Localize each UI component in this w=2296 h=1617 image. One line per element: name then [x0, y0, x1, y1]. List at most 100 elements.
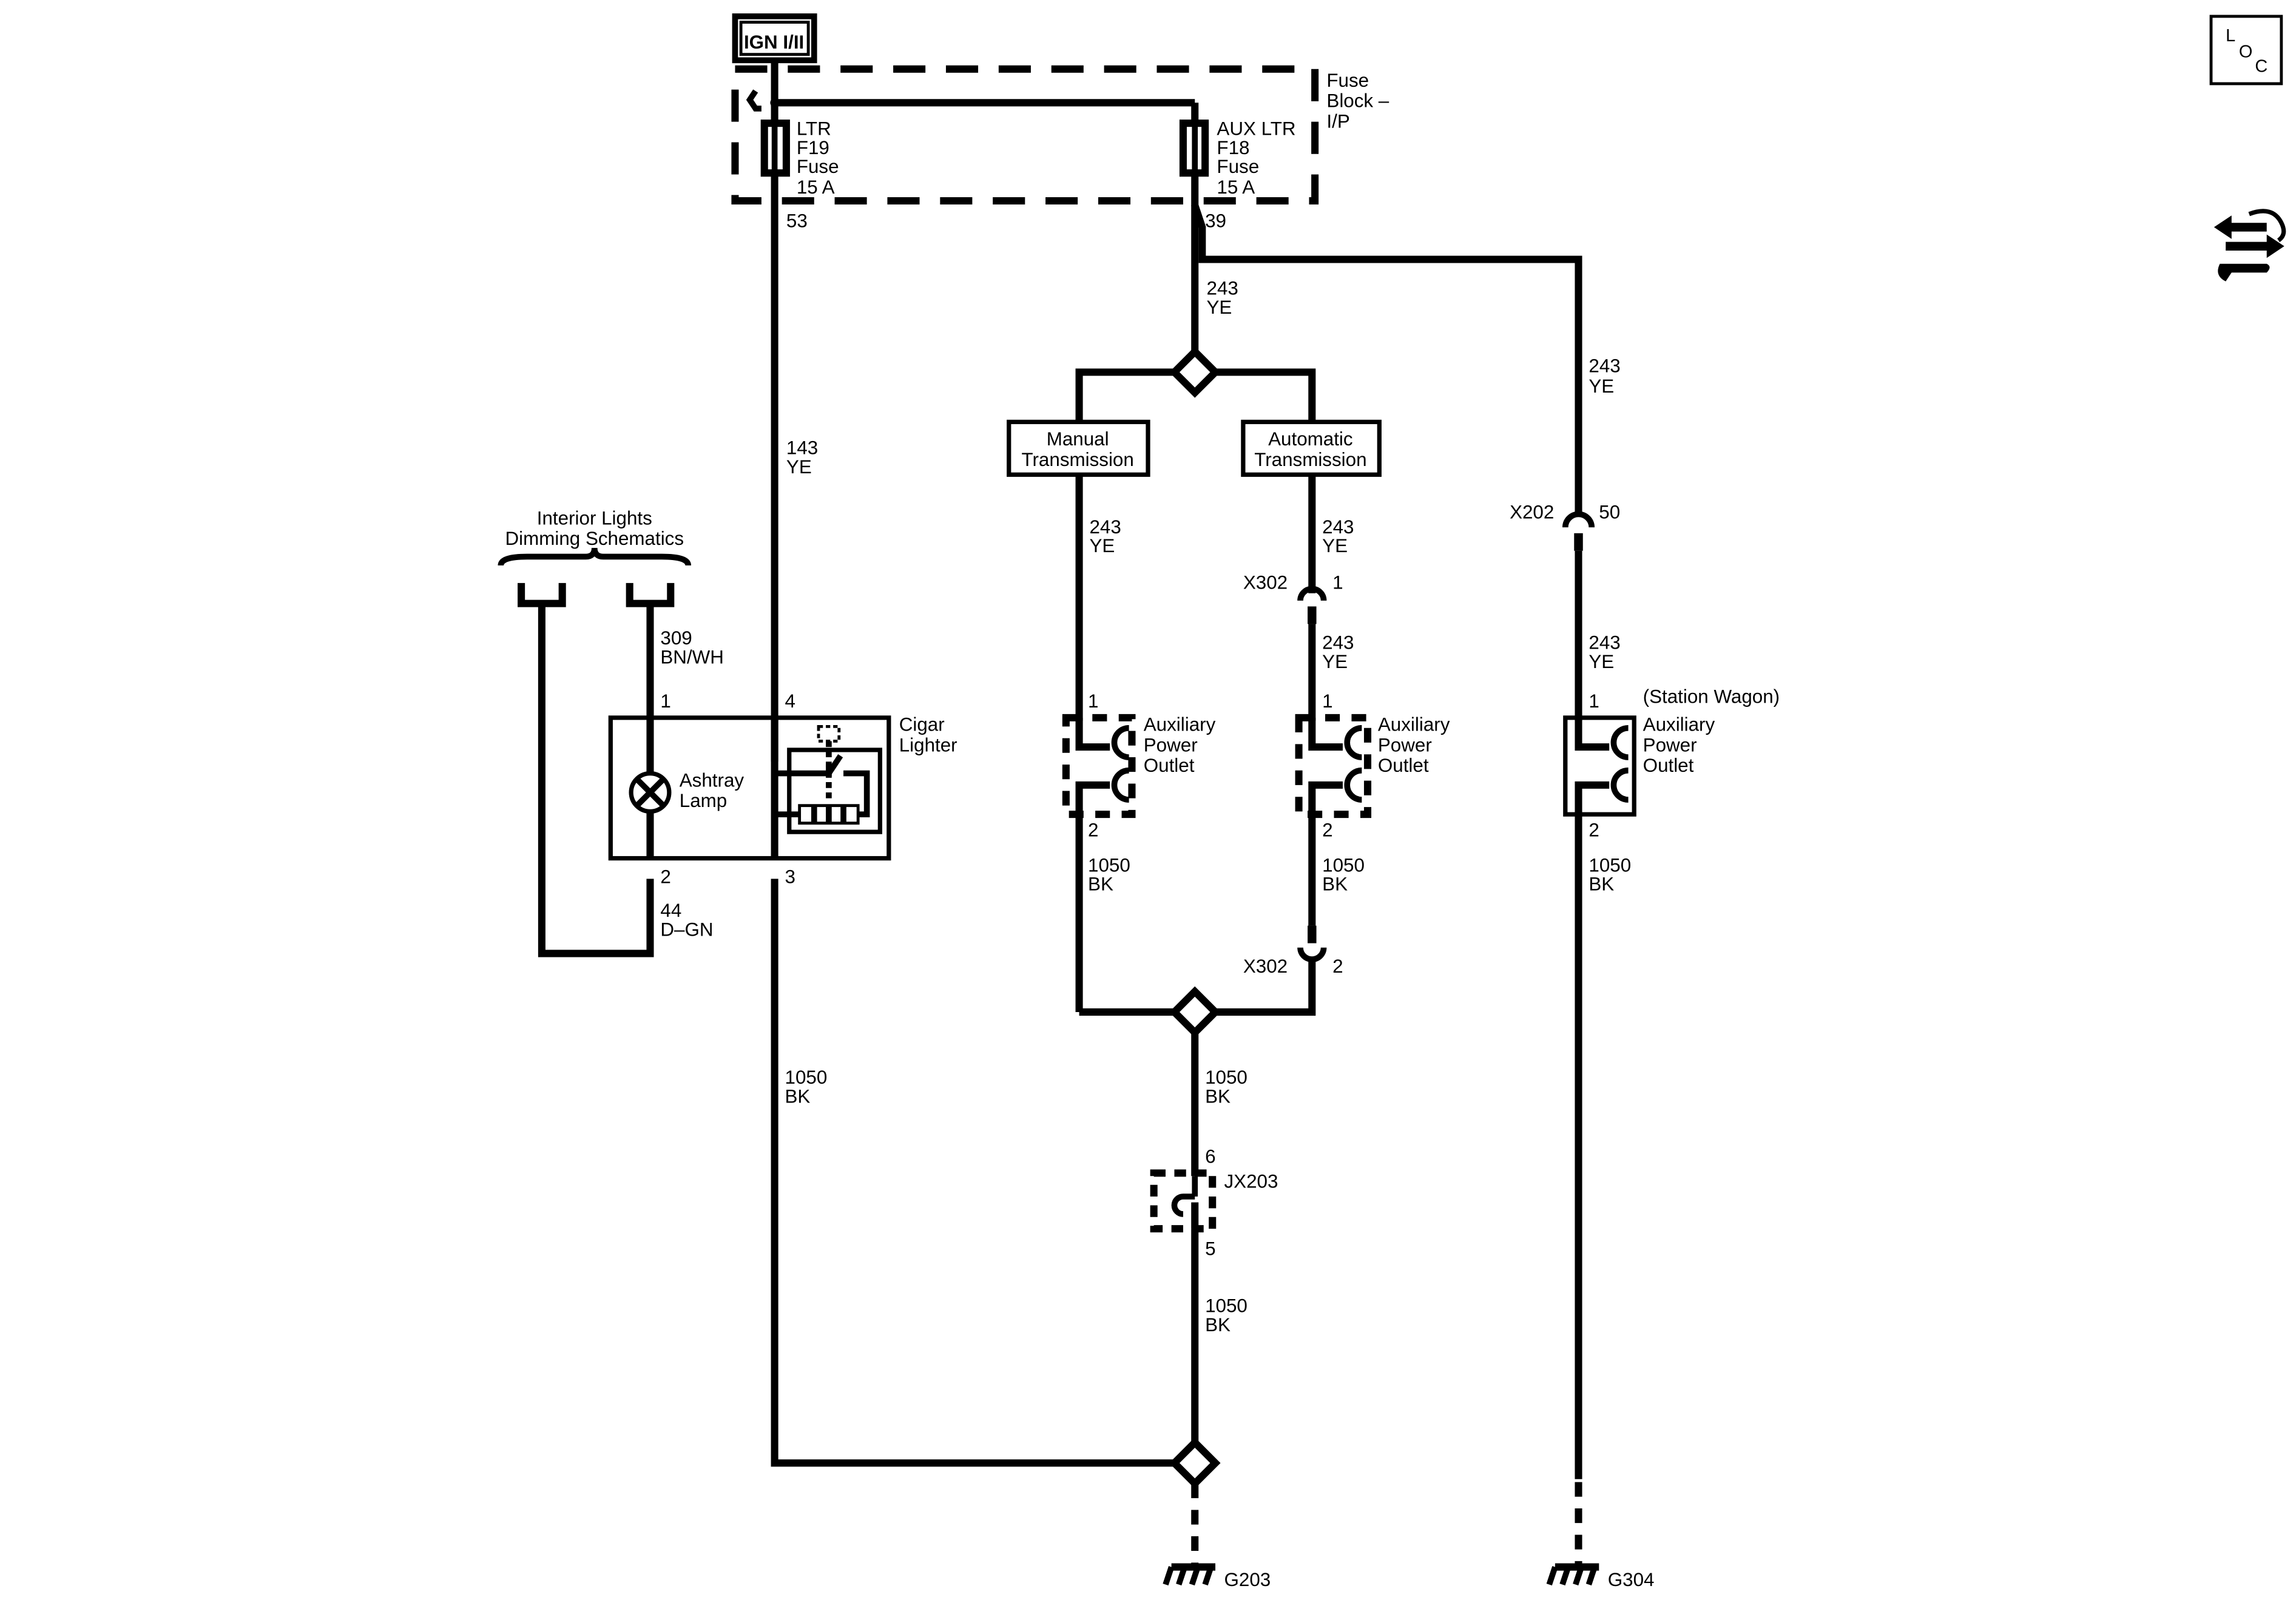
connector-x302-bottom: X302 2	[1243, 925, 1343, 977]
ashtray-line1: Ashtray	[680, 769, 745, 791]
outlet-wagon-line3: Outlet	[1643, 755, 1694, 776]
outlet-auto-line3: Outlet	[1378, 755, 1429, 776]
wire-243-auto-b-color: YE	[1322, 651, 1348, 672]
wire-1050-left-color: BK	[785, 1086, 811, 1107]
option-automatic-transmission: Automatic Transmission	[1241, 419, 1382, 477]
fuse-f18-pin: 39	[1205, 210, 1226, 231]
fuse-f18-line1: AUX LTR	[1217, 118, 1295, 139]
aux-power-outlet-station-wagon: 1 2 (Station Wagon) Auxiliary Power Outl…	[1563, 686, 1780, 840]
wire-44-circuit: 44	[660, 900, 681, 921]
fuse-f19-line3: Fuse	[797, 156, 839, 177]
cigar-lighter-pin4: 4	[785, 690, 795, 712]
cigar-lighter-line1: Cigar	[899, 714, 945, 735]
wire-309-circuit: 309	[660, 627, 692, 649]
jx203-name: JX203	[1224, 1171, 1278, 1192]
x302-top-pin: 1	[1332, 572, 1343, 593]
ground-g304: G304	[1546, 1482, 1655, 1590]
wire-243-main-color: YE	[1207, 297, 1232, 318]
wire-auto-to-splice	[1215, 959, 1316, 1016]
wire-1050-auto-circuit: 1050	[1322, 854, 1365, 876]
wire-1050-lower-circuit: 1050	[1205, 1295, 1248, 1317]
ign-label: IGN I/II	[744, 32, 804, 53]
wire-1050-auto-color: BK	[1322, 874, 1348, 895]
wire-1050-left	[771, 879, 1175, 1467]
outlet-wagon-line1: Auxiliary	[1643, 714, 1715, 735]
g304-label: G304	[1608, 1569, 1655, 1590]
jx203-pin-top: 6	[1205, 1146, 1215, 1167]
fusible-link-symbol	[746, 89, 761, 112]
x302-bottom-pin: 2	[1332, 956, 1343, 977]
outlet-auto-pin1: 1	[1322, 690, 1332, 712]
outlet-wagon-note: (Station Wagon)	[1643, 686, 1780, 707]
wire-243-auto-a-circuit: 243	[1322, 516, 1354, 538]
wire-143-color: YE	[786, 456, 812, 478]
wire-243-auto-b-circuit: 243	[1322, 632, 1354, 653]
outlet-auto-pin2: 2	[1322, 819, 1332, 840]
lighter-element	[771, 717, 882, 859]
wire-44-color: D–GN	[660, 919, 713, 940]
manual-line1: Manual	[1047, 428, 1109, 450]
outlet-manual-line2: Power	[1144, 734, 1198, 755]
outlet-manual-pin1: 1	[1088, 690, 1098, 712]
loc-icon[interactable]: L O C	[2209, 15, 2283, 86]
fuse-f19: LTR F19 Fuse 15 A 53	[760, 103, 839, 231]
fuse-f18-line4: 15 A	[1217, 177, 1255, 198]
wire-243-wagon-color: YE	[1589, 651, 1614, 672]
auto-line1: Automatic	[1268, 428, 1352, 450]
splice-top	[1169, 346, 1221, 398]
fuse-f19-line2: F19	[797, 137, 829, 158]
wire-243-manual-circuit: 243	[1089, 516, 1121, 538]
wire-1050-wagon-circuit: 1050	[1589, 854, 1631, 876]
x302-bottom-name: X302	[1243, 956, 1288, 977]
outlet-manual-pin2: 2	[1088, 819, 1098, 840]
fuse-block-label-1: Fuse	[1326, 70, 1369, 91]
ashtray-pin1: 1	[660, 690, 670, 712]
wire-243-wagon-circuit: 243	[1589, 632, 1620, 653]
aux-power-outlet-automatic: 1 2 Auxiliary Power Outlet	[1295, 690, 1450, 840]
loc-letter-c: C	[2255, 57, 2267, 76]
aux-power-outlet-manual: 1 2 Auxiliary Power Outlet	[1062, 690, 1216, 840]
outlet-manual-line3: Outlet	[1144, 755, 1195, 776]
wire-1050-manual-color: BK	[1088, 874, 1113, 895]
option-manual-transmission: Manual Transmission	[1007, 419, 1150, 477]
outlet-wagon-pin1: 1	[1589, 690, 1599, 712]
wire-1050-left-circuit: 1050	[785, 1067, 828, 1088]
cigar-lighter-assembly: Cigar Lighter 1 2 4 3 Ashtray Lamp	[608, 690, 957, 888]
wire-to-manual-box	[1075, 368, 1175, 422]
fuse-f18: AUX LTR F18 Fuse 15 A 39	[1179, 103, 1296, 231]
fuse-f18-line2: F18	[1217, 137, 1249, 158]
wire-1050-lower-color: BK	[1205, 1314, 1231, 1335]
ground-g203: G203	[1163, 1484, 1271, 1590]
loc-letter-l: L	[2226, 26, 2235, 46]
ashtray-pin2: 2	[660, 866, 670, 888]
outlet-auto-line2: Power	[1378, 734, 1432, 755]
fuse-block-label-2: Block –	[1326, 90, 1389, 112]
cigar-lighter-pin3: 3	[785, 866, 795, 888]
fuse-block-outline	[731, 65, 1319, 205]
ign-power-source: IGN I/II	[732, 13, 817, 64]
wire-44	[538, 603, 654, 957]
wire-to-auto-box	[1215, 368, 1316, 422]
interior-ref-line2: Dimming Schematics	[505, 528, 684, 549]
connector-x302-top: X302 1	[1243, 572, 1343, 624]
outlet-auto-line1: Auxiliary	[1378, 714, 1450, 735]
outlet-wagon-line2: Power	[1643, 734, 1697, 755]
cigar-lighter-line2: Lighter	[899, 734, 957, 755]
interior-lights-dimming-ref: Interior Lights Dimming Schematics	[498, 507, 692, 607]
wire-243-manual-color: YE	[1089, 535, 1115, 556]
wire-1050-center-color: BK	[1205, 1086, 1231, 1107]
x302-top-name: X302	[1243, 572, 1288, 593]
fuse-f19-line4: 15 A	[797, 177, 835, 198]
wrench-arrows-icon[interactable]	[2213, 209, 2286, 282]
wire-243-auto-a-color: YE	[1322, 535, 1348, 556]
outlet-manual-line1: Auxiliary	[1144, 714, 1216, 735]
jx203-pin-bottom: 5	[1205, 1238, 1215, 1260]
fuse-f19-line1: LTR	[797, 118, 831, 139]
g203-label: G203	[1224, 1569, 1271, 1590]
x202-name: X202	[1510, 502, 1554, 523]
wire-243-right	[1191, 173, 1582, 516]
ashtray-lamp: Ashtray Lamp	[629, 717, 745, 859]
interior-ref-line1: Interior Lights	[537, 507, 652, 528]
wire-1050-manual-circuit: 1050	[1088, 854, 1130, 876]
